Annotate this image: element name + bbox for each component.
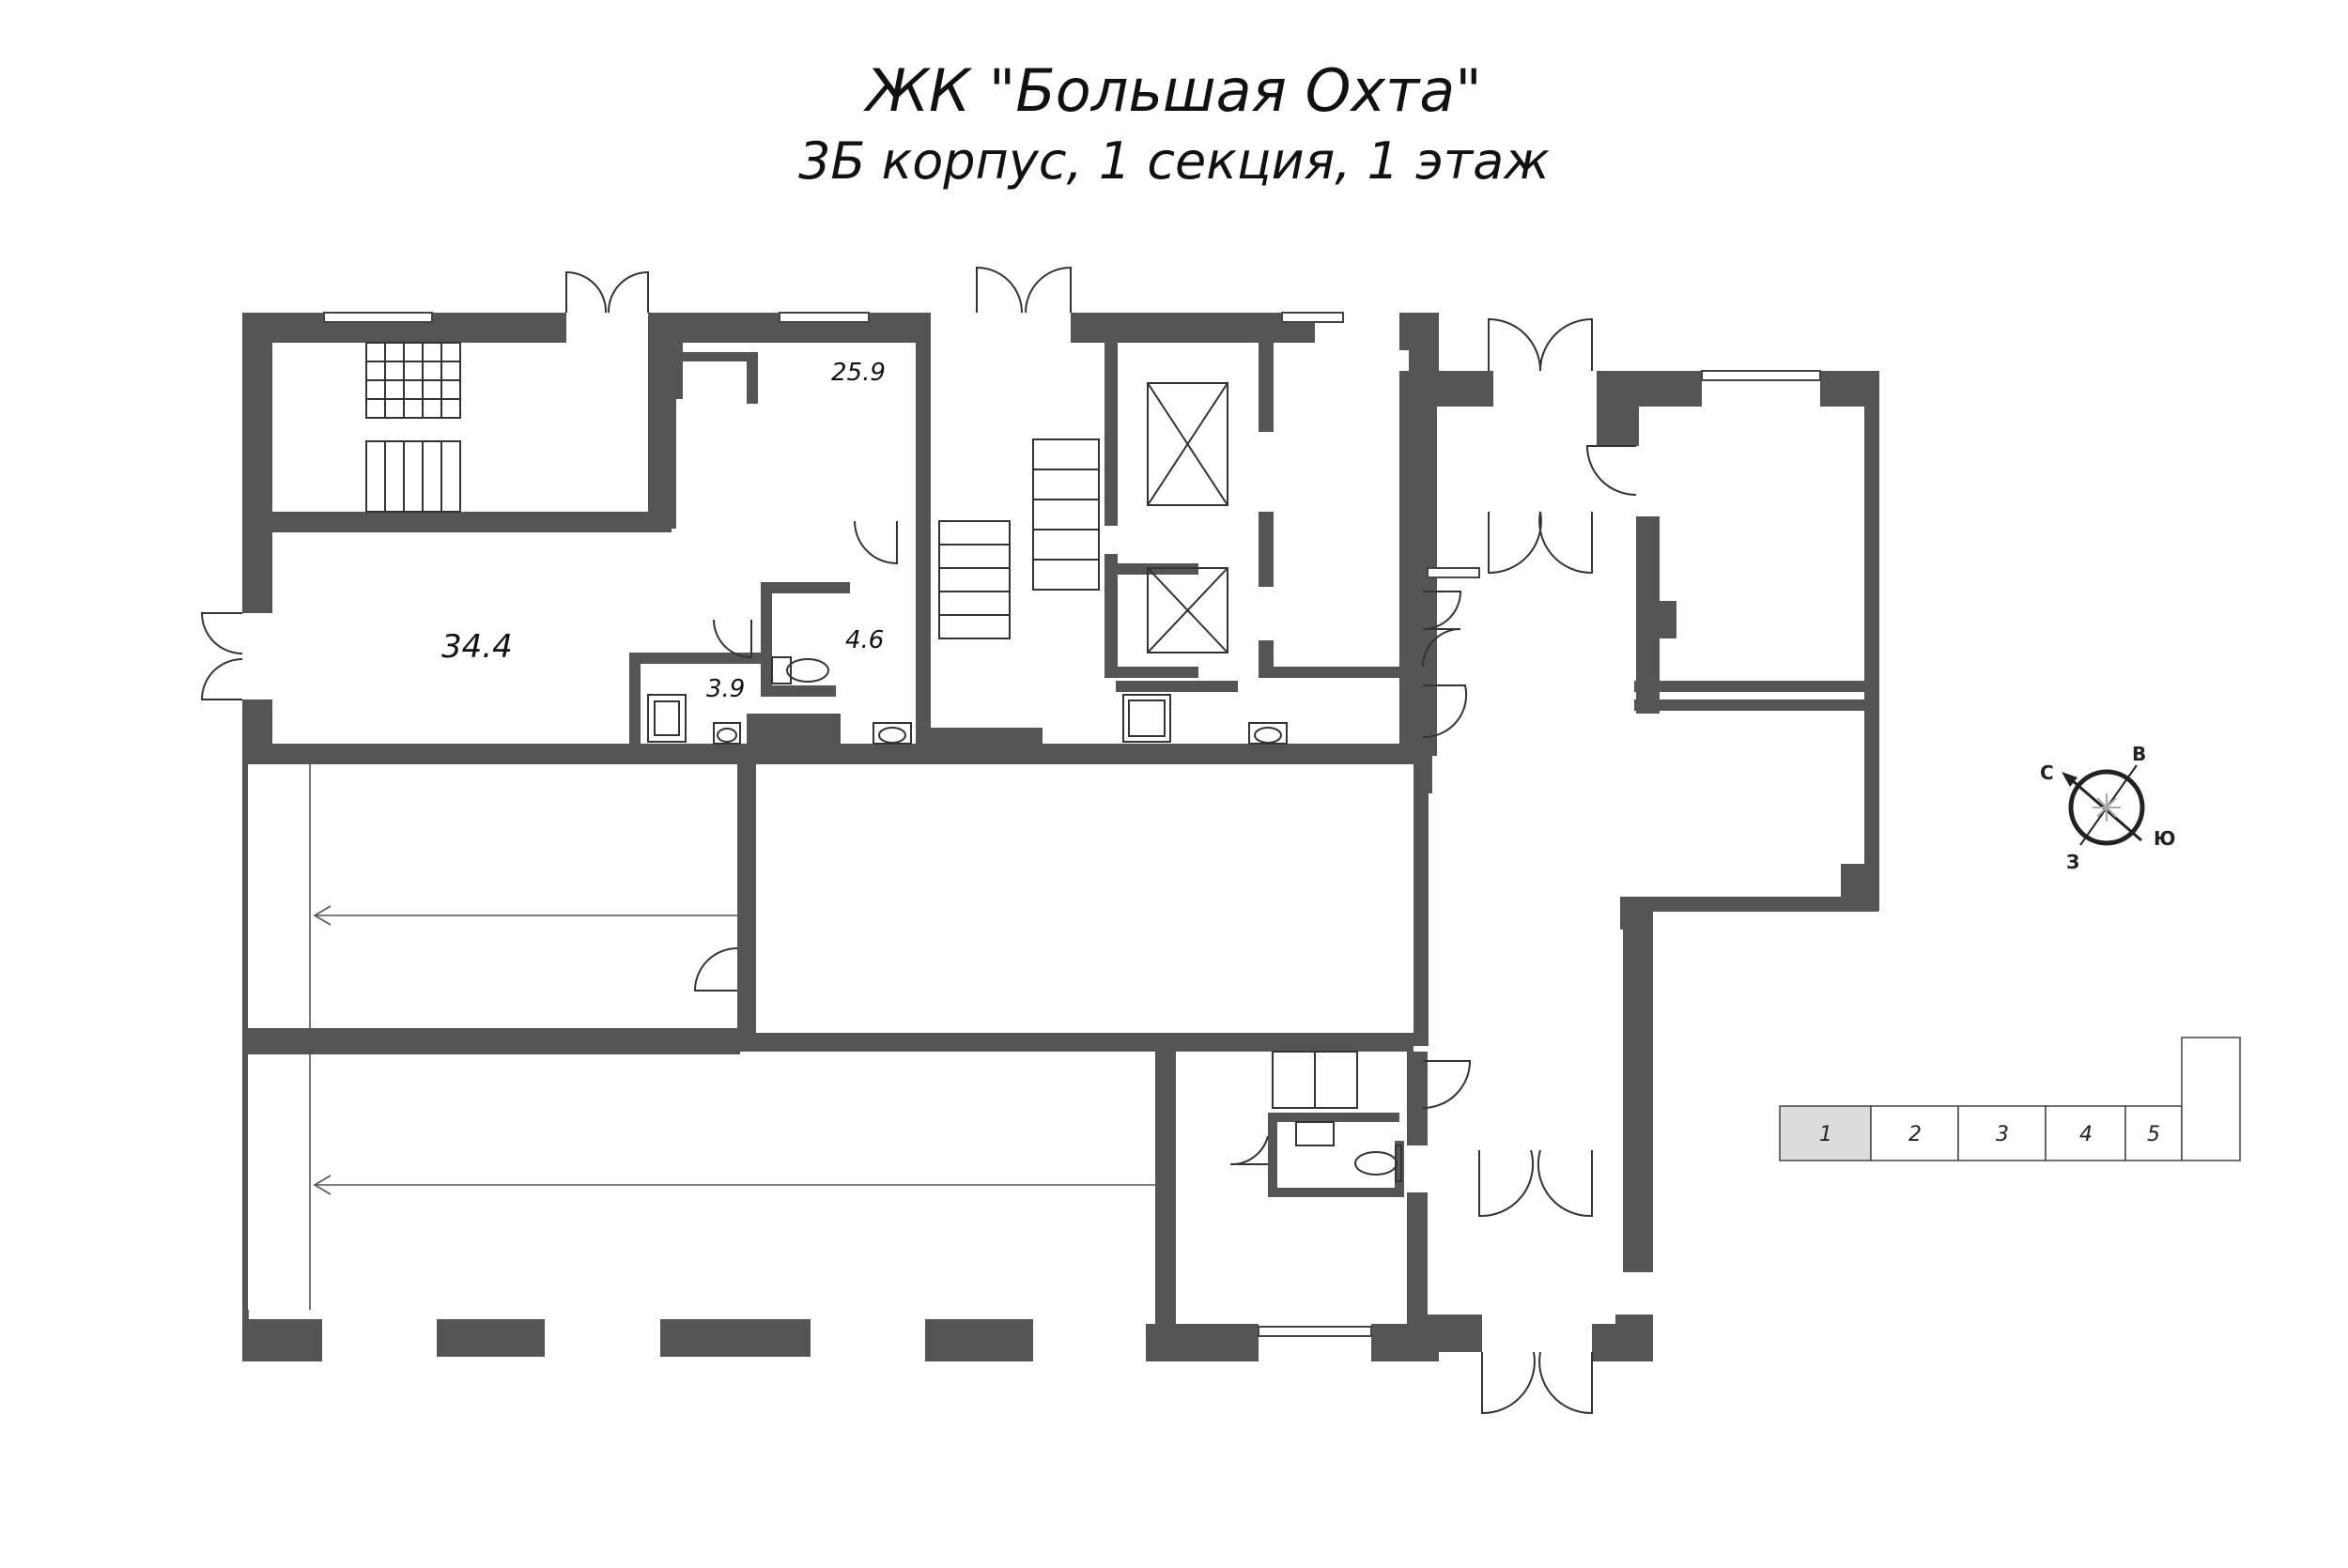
room-area-4: 4.6 [845, 626, 884, 654]
compass-north: С [2040, 761, 2054, 784]
section-label-3: 3 [1996, 1123, 2009, 1146]
parking-area [247, 764, 1155, 1319]
compass: С В Ю З [2040, 743, 2175, 873]
section-cell-5[interactable] [2124, 1105, 2183, 1161]
compass-south: Ю [2154, 827, 2175, 850]
windows [323, 312, 1821, 1337]
sanitary-fixtures [647, 656, 1402, 1182]
staircase-center [938, 438, 1100, 639]
complex-title: ЖК "Большая Охта" [866, 56, 1482, 125]
doors [200, 266, 1637, 1415]
staircase-left [365, 342, 461, 513]
compass-west: З [2066, 851, 2079, 873]
walls [242, 313, 1879, 1361]
section-key-plan: 1 2 3 4 5 [1779, 1037, 2241, 1161]
room-area-3: 3.9 [706, 675, 745, 703]
room-area-34: 34.4 [441, 628, 513, 666]
floor-subtitle: 3Б корпус, 1 секция, 1 этаж [798, 131, 1550, 191]
compass-east: В [2132, 743, 2146, 765]
elevators [1147, 382, 1228, 653]
room-area-25: 25.9 [831, 359, 886, 387]
section-label-5: 5 [2147, 1123, 2160, 1146]
section-wing [2181, 1037, 2241, 1161]
section-label-1: 1 [1819, 1123, 1832, 1146]
section-label-2: 2 [1908, 1123, 1922, 1146]
section-label-4: 4 [2079, 1123, 2093, 1146]
section-cell-3[interactable] [1957, 1105, 2047, 1161]
